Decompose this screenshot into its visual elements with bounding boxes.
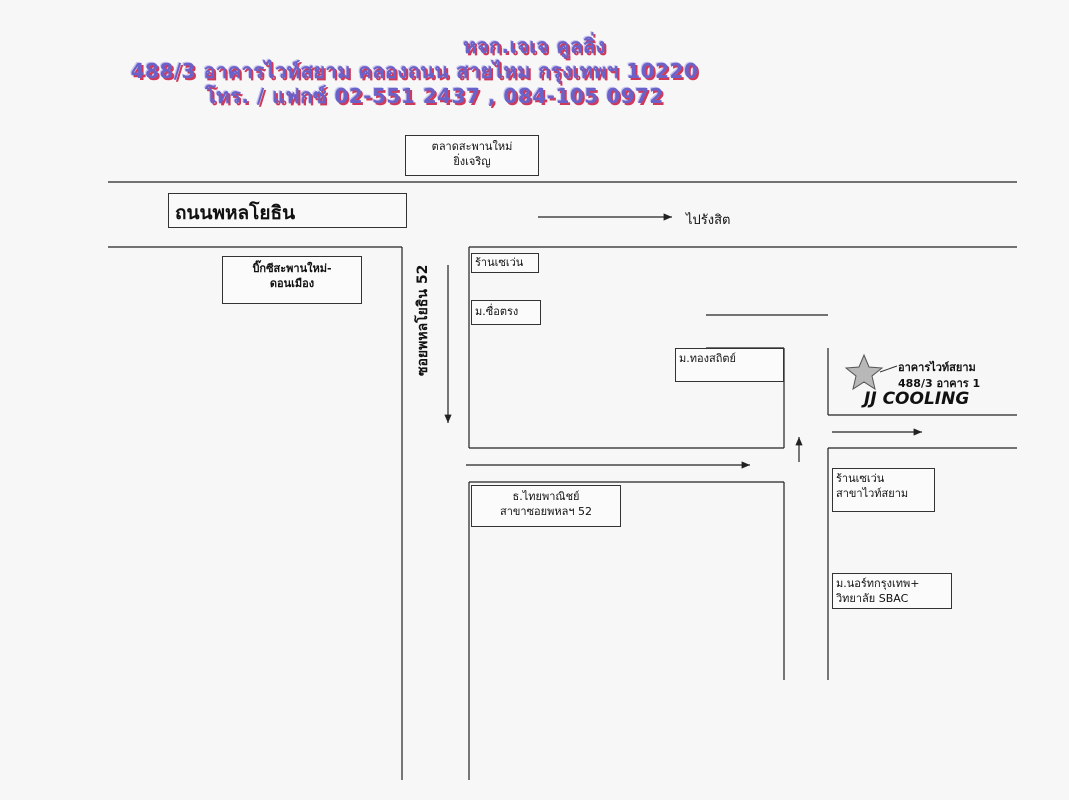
village-suetrong-box: ม.ซื่อตรง	[471, 300, 541, 325]
company-address-header: 488/3 อาคารไวท์สยาม คลองถนน สายไหม กรุงเ…	[130, 59, 699, 83]
village-thongsathit-box: ม.ทองสถิตย์	[675, 348, 784, 382]
seven-eleven-branch-box: ร้านเซเว่น สาขาไวท์สยาม	[832, 468, 935, 512]
company-phone-header: โทร. / แฟกซ์ 02-551 2437 , 084-105 0972	[205, 84, 664, 108]
seven-eleven-box: ร้านเซเว่น	[471, 253, 539, 273]
market-label-box: ตลาดสะพานใหม่ ยิ่งเจริญ	[405, 135, 539, 176]
company-name-header: หจก.เจเจ คูลลิ่ง	[463, 34, 606, 58]
soi-52-label: ซอยพหลโยธิน 52	[415, 264, 431, 377]
building-address-label: 488/3 อาคาร 1	[898, 377, 981, 390]
scb-bank-box: ธ.ไทยพาณิชย์ สาขาซอยพหลฯ 52	[471, 485, 621, 527]
north-bangkok-box: ม.นอร์ทกรุงเทพ+ วิทยาลัย SBAC	[832, 573, 952, 609]
bigc-label-box: บิ๊กซีสะพานใหม่- ดอนเมือง	[222, 256, 362, 304]
jj-cooling-label: JJ COOLING	[864, 389, 970, 409]
main-road-label: ถนนพหลโยธิน	[168, 193, 407, 228]
building-name-label: อาคารไวท์สยาม	[898, 361, 976, 374]
direction-label-rangsit: ไปรังสิต	[686, 213, 731, 228]
star-icon	[844, 353, 884, 391]
